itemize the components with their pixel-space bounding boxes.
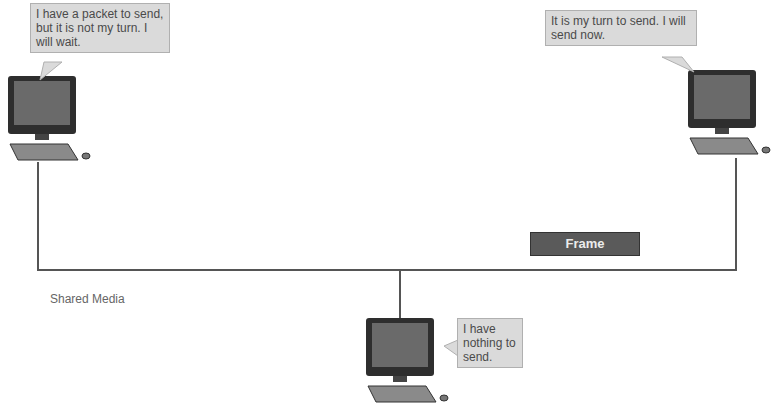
computer-icon [688, 70, 770, 154]
speech-bubble: It is my turn to send. I will send now. [545, 10, 697, 46]
frame-box: Frame [530, 232, 640, 256]
speech-bubble: I have a packet to send, but it is not m… [30, 3, 170, 53]
bubble-tail [662, 57, 694, 72]
bubble-text: I have a packet to send, but it is not m… [36, 7, 164, 49]
bubble-tail [40, 62, 62, 80]
bubble-tail [444, 340, 458, 356]
media-label: Shared Media [50, 292, 125, 306]
bubble-text: I have nothing to send. [463, 322, 517, 364]
bubble-text: It is my turn to send. I will send now. [551, 14, 691, 42]
computer-icon [366, 318, 448, 402]
speech-bubble: I have nothing to send. [457, 318, 523, 368]
computer-icon [8, 76, 90, 160]
frame-label: Frame [531, 233, 639, 255]
bus-wires [37, 158, 737, 318]
